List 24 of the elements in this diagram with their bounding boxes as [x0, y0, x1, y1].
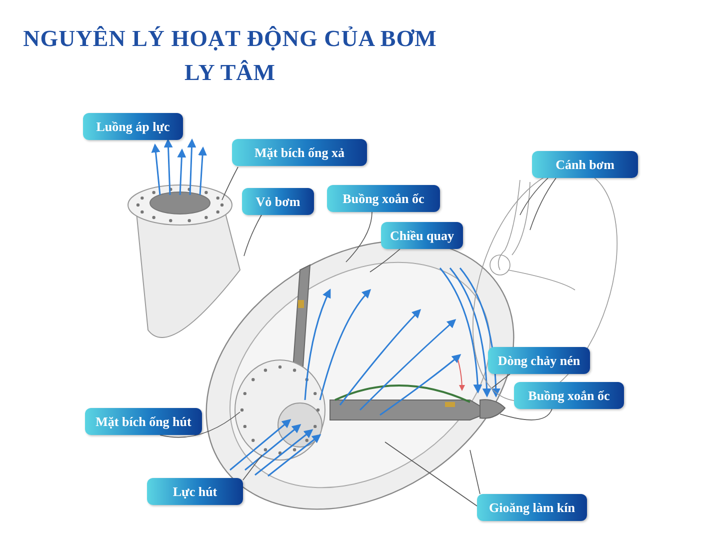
callout-label: Luồng áp lực: [83, 113, 183, 140]
callout-label: Gioăng làm kín: [477, 494, 587, 521]
callout-label: Vỏ bơm: [242, 188, 314, 215]
callout-label: Buồng xoắn ốc: [327, 185, 440, 212]
leader-line: [370, 248, 400, 272]
callout-label: Mặt bích ống xả: [232, 139, 367, 166]
leader-line: [222, 166, 238, 200]
leader-line: [160, 412, 240, 438]
callout-label: Buồng xoắn ốc: [514, 382, 624, 409]
leader-line: [470, 450, 480, 494]
leader-line: [384, 442, 478, 506]
callout-label: Cánh bơm: [532, 151, 638, 178]
diagram-title: NGUYÊN LÝ HOẠT ĐỘNG CỦA BƠM LY TÂM: [22, 25, 438, 87]
leader-line: [244, 214, 262, 256]
leader-line: [520, 178, 548, 216]
leader-line: [242, 454, 262, 480]
leader-line: [530, 178, 556, 230]
leader-line: [492, 374, 510, 388]
leader-line: [500, 408, 552, 420]
callout-label: Lực hút: [147, 478, 243, 505]
leader-line: [346, 212, 372, 262]
callout-label: Mặt bích ống hút: [85, 408, 202, 435]
callout-label: Chiều quay: [381, 222, 463, 249]
callout-label: Dòng chảy nén: [488, 347, 590, 374]
